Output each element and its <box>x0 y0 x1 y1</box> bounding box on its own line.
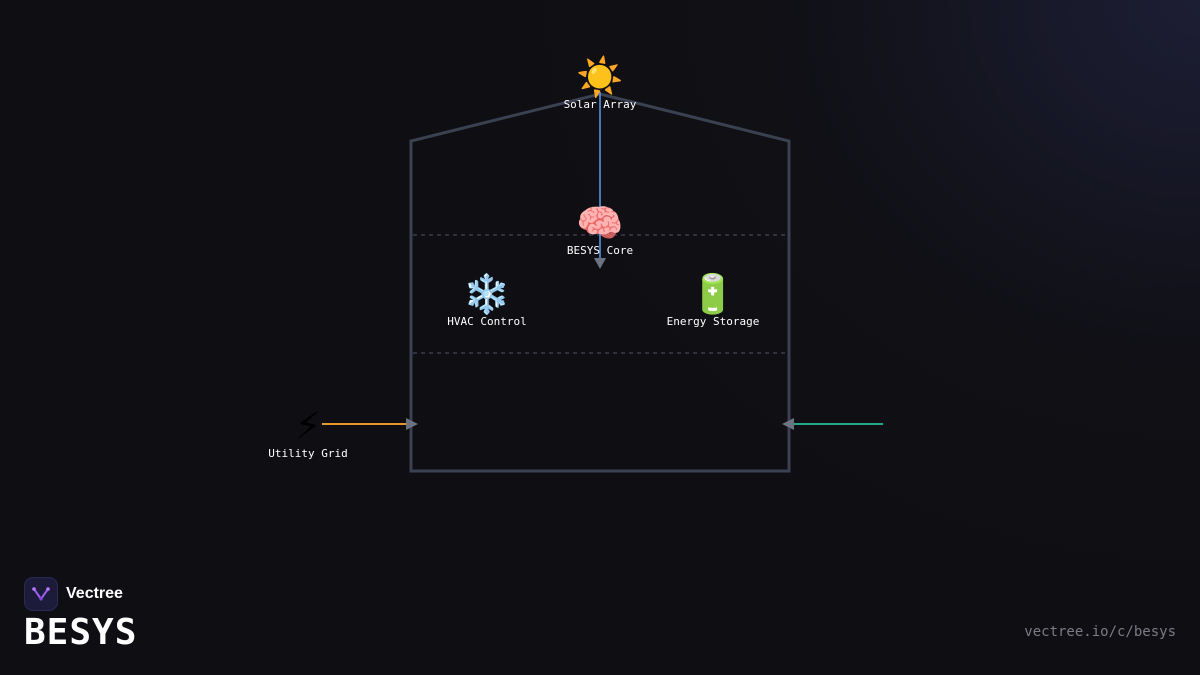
node-energy-storage[interactable]: 🔋 Energy Storage <box>667 272 760 328</box>
node-hvac-control[interactable]: ❄️ HVAC Control <box>447 272 526 328</box>
lightning-icon: ⚡ <box>295 404 322 448</box>
besys-core-label: BESYS Core <box>567 244 633 257</box>
grid-to-building-arrowhead <box>406 418 418 430</box>
solar-to-core-arrowhead <box>594 258 606 269</box>
utility-grid-label: Utility Grid <box>268 447 347 460</box>
hvac-control-label: HVAC Control <box>447 315 526 328</box>
brand-block: Vectree <box>24 577 123 611</box>
building-outline <box>409 92 791 473</box>
solar-array-label: Solar Array <box>564 98 637 111</box>
vectree-logo-icon <box>24 577 58 611</box>
brain-icon: 🧠 <box>576 201 623 245</box>
node-utility-grid[interactable]: ⚡ Utility Grid <box>268 404 347 460</box>
product-url[interactable]: vectree.io/c/besys <box>1024 624 1176 640</box>
sun-icon: ☀️ <box>576 54 623 100</box>
node-solar-array[interactable]: ☀️ Solar Array <box>564 54 637 111</box>
snowflake-icon: ❄️ <box>463 272 510 316</box>
company-name: Vectree <box>66 585 123 602</box>
product-title: BESYS <box>24 612 138 653</box>
battery-icon: 🔋 <box>689 272 736 316</box>
energy-storage-label: Energy Storage <box>667 315 760 328</box>
right-side-arrowhead <box>782 418 794 430</box>
node-besys-core[interactable]: 🧠 BESYS Core <box>567 201 633 257</box>
